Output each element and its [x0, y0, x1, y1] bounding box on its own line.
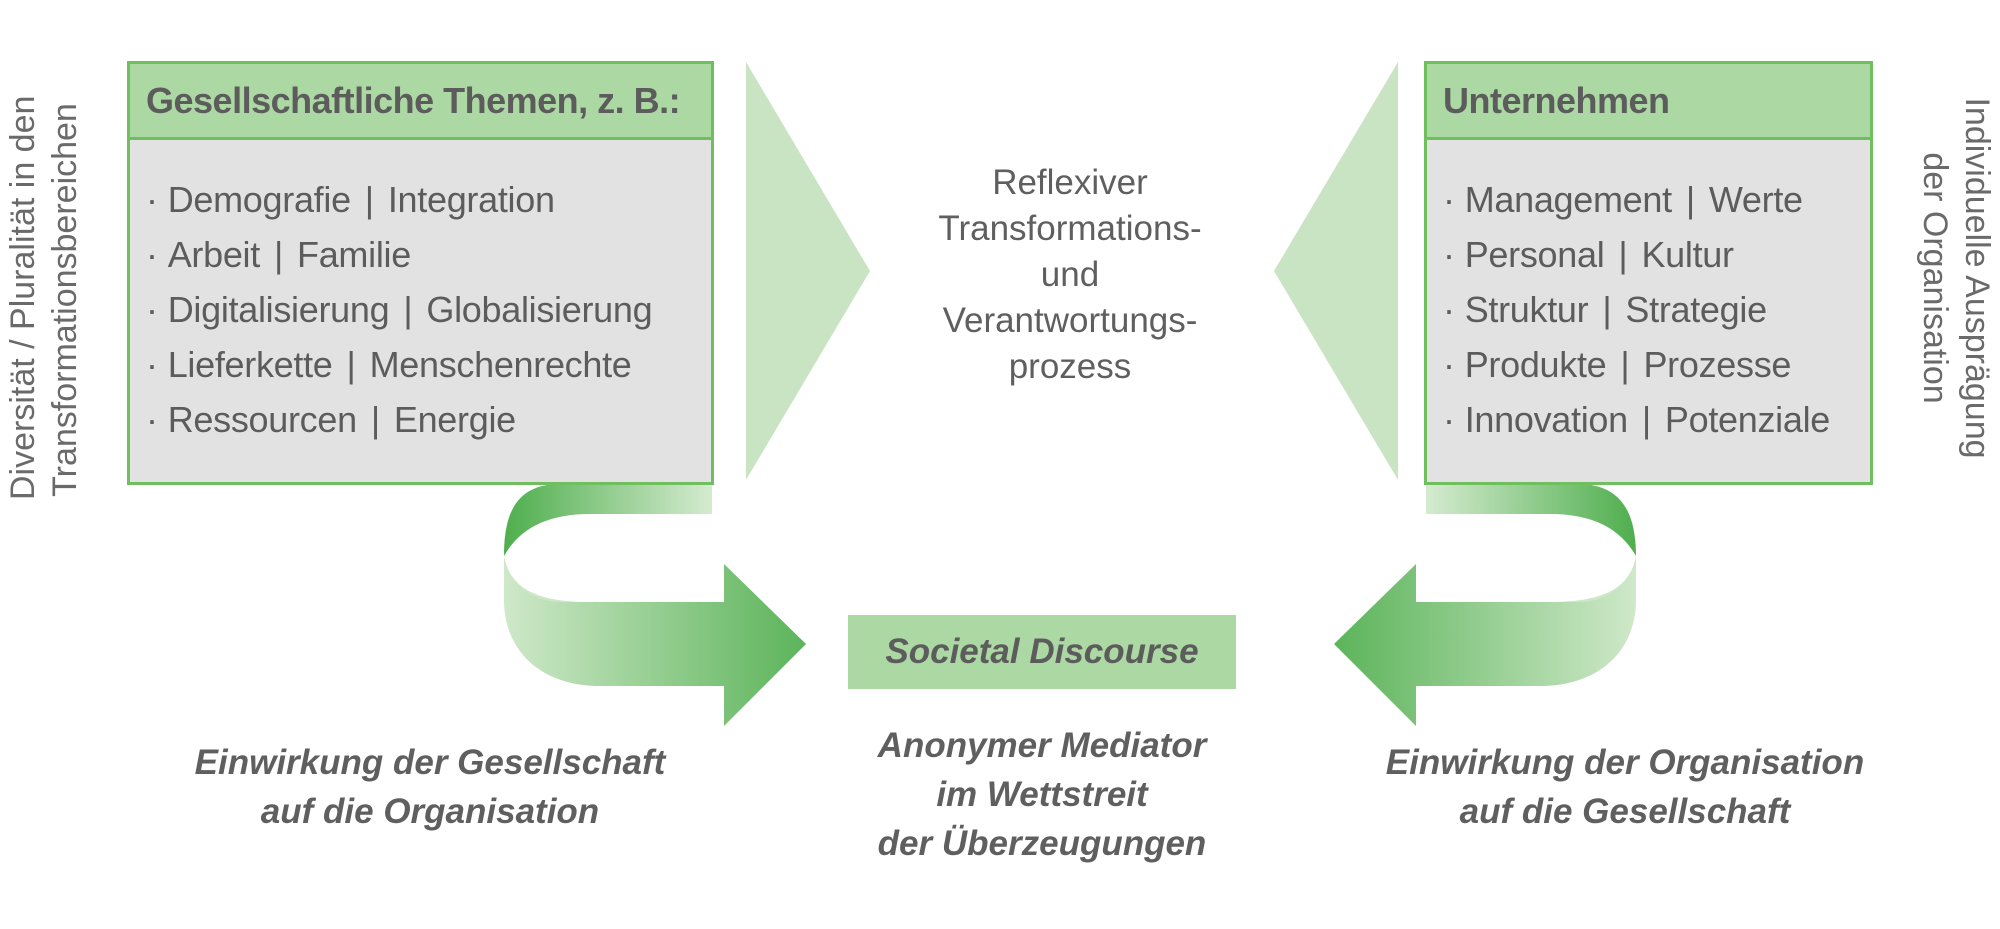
list-item: ·Personal|Kultur	[1443, 234, 1734, 275]
left-side-label-line1: Diversität / Pluralität in den	[4, 95, 42, 500]
left-side-label: Diversität / Pluralität in den Transform…	[2, 95, 86, 500]
process-text: Reflexiver Transformations- und Verantwo…	[880, 160, 1260, 390]
list-item: ·Produkte|Prozesse	[1443, 344, 1792, 385]
caption-line: Einwirkung der Gesellschaft	[194, 743, 666, 782]
right-arrow	[1334, 556, 1636, 726]
caption-middle: Anonymer Mediator im Wettstreit der Über…	[792, 721, 1292, 868]
caption-line: im Wettstreit	[936, 775, 1148, 814]
process-line: Transformations-	[938, 209, 1202, 248]
societal-discourse-label: Societal Discourse	[885, 632, 1199, 671]
right-chevron	[1274, 62, 1398, 480]
caption-line: auf die Organisation	[260, 792, 600, 831]
list-item: ·Demografie|Integration	[146, 179, 555, 220]
caption-line: der Überzeugungen	[877, 824, 1207, 863]
left-chevron	[746, 62, 870, 480]
societal-topics-list: ·Demografie|Integration ·Arbeit|Familie …	[146, 172, 653, 447]
process-line: Reflexiver	[992, 163, 1148, 202]
list-item: ·Lieferkette|Menschenrechte	[146, 344, 632, 385]
societal-discourse-box: Societal Discourse	[848, 615, 1236, 689]
company-list: ·Management|Werte ·Personal|Kultur ·Stru…	[1443, 172, 1830, 447]
left-arrow	[504, 556, 806, 726]
caption-right: Einwirkung der Organisation auf die Gese…	[1365, 738, 1885, 836]
list-item: ·Innovation|Potenziale	[1443, 399, 1831, 440]
caption-line: Einwirkung der Organisation	[1385, 743, 1865, 782]
right-side-label-line1: Individuelle Ausprägung	[1958, 97, 1996, 459]
right-side-label-line2: der Organisation	[1916, 152, 1954, 404]
societal-topics-box: Gesellschaftliche Themen, z. B.: ·Demogr…	[127, 61, 714, 485]
company-box: Unternehmen ·Management|Werte ·Personal|…	[1424, 61, 1873, 485]
caption-line: auf die Gesellschaft	[1459, 792, 1791, 831]
list-item: ·Digitalisierung|Globalisierung	[146, 289, 653, 330]
list-item: ·Management|Werte	[1443, 179, 1803, 220]
process-line: und	[1040, 255, 1100, 294]
caption-left: Einwirkung der Gesellschaft auf die Orga…	[150, 738, 710, 836]
process-line: prozess	[1008, 347, 1132, 386]
list-item: ·Struktur|Strategie	[1443, 289, 1767, 330]
list-item: ·Arbeit|Familie	[146, 234, 411, 275]
right-curl-top	[1426, 484, 1636, 556]
left-side-label-line2: Transformationsbereichen	[46, 103, 84, 497]
caption-line: Anonymer Mediator	[877, 726, 1207, 765]
process-line: Verantwortungs-	[942, 301, 1198, 340]
list-item: ·Ressourcen|Energie	[146, 399, 516, 440]
left-curl-top	[504, 484, 712, 556]
company-title: Unternehmen	[1427, 64, 1870, 140]
right-side-label: Individuelle Ausprägung der Organisation	[1914, 78, 1998, 478]
societal-topics-title: Gesellschaftliche Themen, z. B.:	[130, 64, 711, 140]
